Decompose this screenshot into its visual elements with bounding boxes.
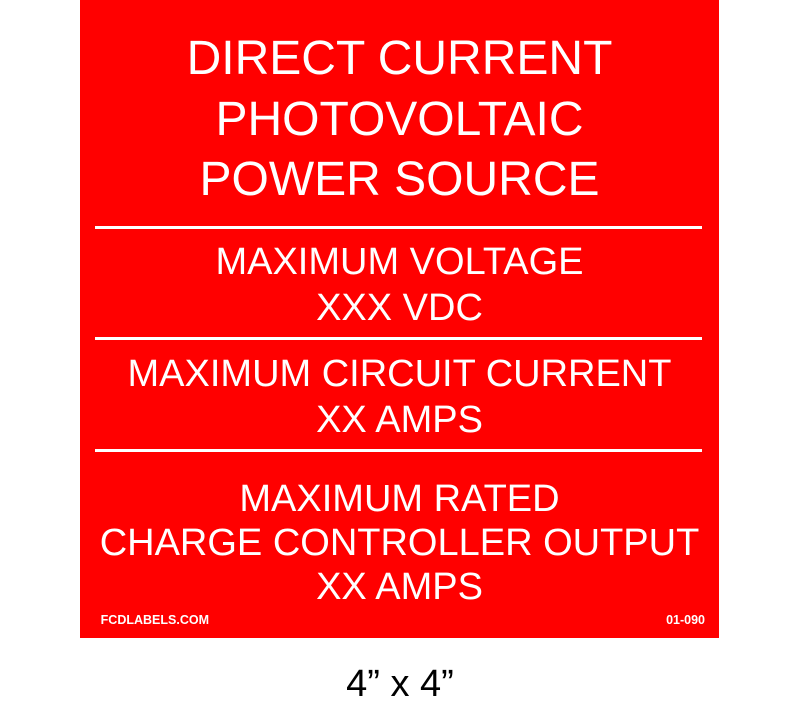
max-circuit-current-heading: MAXIMUM CIRCUIT CURRENT [127, 353, 672, 395]
max-voltage-value: XXX VDC [316, 287, 483, 329]
title-line-2: PHOTOVOLTAIC [215, 93, 584, 146]
max-voltage-heading: MAXIMUM VOLTAGE [215, 241, 584, 283]
charge-controller-output-heading: CHARGE CONTROLLER OUTPUT [99, 522, 700, 564]
charge-controller-output-value: XX AMPS [316, 566, 483, 608]
brand-text: FCDLABELS.COM [100, 613, 209, 627]
divider-1 [95, 226, 702, 229]
title-line-1: DIRECT CURRENT [186, 32, 613, 85]
warning-label: DIRECT CURRENT PHOTOVOLTAIC POWER SOURCE… [80, 0, 719, 638]
part-number: 01-090 [666, 613, 705, 627]
divider-2 [95, 337, 702, 340]
max-rated-heading: MAXIMUM RATED [239, 478, 560, 520]
size-caption: 4” x 4” [346, 663, 454, 705]
divider-3 [95, 449, 702, 452]
title-line-3: POWER SOURCE [199, 153, 600, 206]
max-circuit-current-value: XX AMPS [316, 399, 483, 441]
